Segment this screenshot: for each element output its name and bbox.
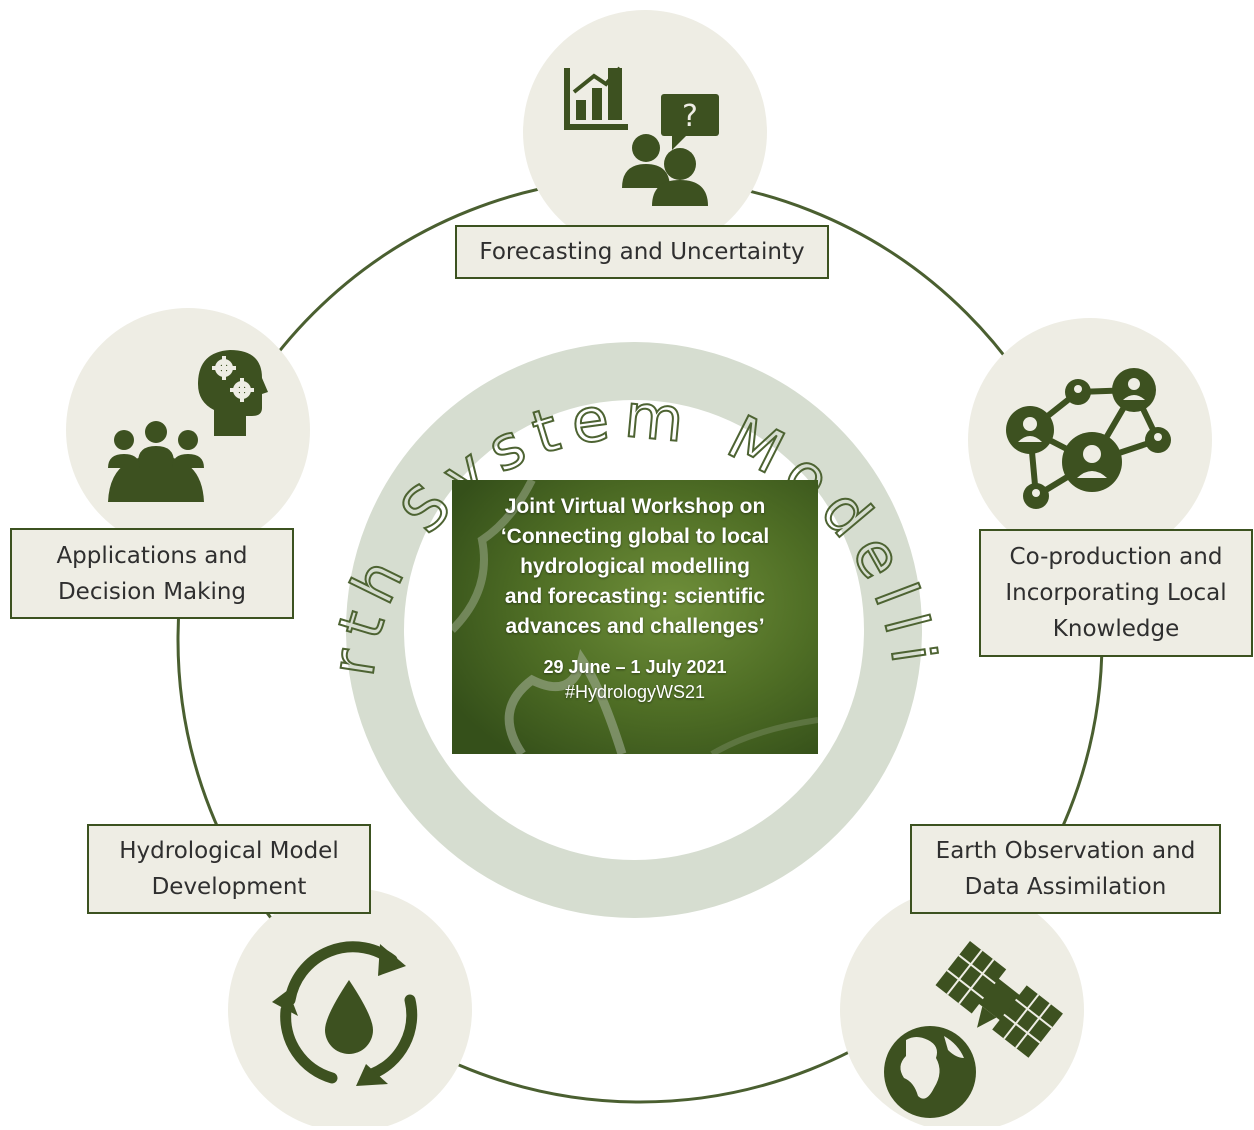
water-cycle-icon [272, 941, 418, 1086]
poster-title: Joint Virtual Workshop on ‘Connecting gl… [452, 492, 818, 642]
poster-dates: 29 June – 1 July 2021 [543, 657, 727, 677]
svg-text:?: ? [682, 99, 698, 134]
workshop-poster: Joint Virtual Workshop on ‘Connecting gl… [452, 480, 818, 754]
poster-text: Joint Virtual Workshop on ‘Connecting gl… [452, 492, 818, 704]
label-applications: Applications and Decision Making [10, 528, 294, 619]
earth-system-ring [346, 342, 922, 918]
poster-title-line: ‘Connecting global to local [500, 525, 770, 548]
label-line: Data Assimilation [964, 874, 1167, 900]
label-earth-observation: Earth Observation and Data Assimilation [910, 824, 1221, 914]
meeting-and-thinking-head-icon [108, 350, 268, 502]
label-line: Decision Making [57, 578, 247, 605]
label-line: Co-production and [1009, 544, 1223, 570]
label-line: Earth Observation and [935, 838, 1196, 864]
label-model-development: Hydrological Model Development [87, 824, 371, 914]
chart-and-question-people-icon: ? [564, 66, 719, 206]
label-line: Hydrological Model [119, 838, 339, 864]
poster-title-line: advances and challenges’ [505, 615, 765, 638]
label-line: Knowledge [1052, 616, 1180, 642]
forest-river-background [452, 480, 818, 754]
poster-title-line: and forecasting: scientific [504, 585, 766, 608]
label-line: Applications and [56, 542, 248, 569]
poster-hashtag: #HydrologyWS21 [564, 682, 706, 702]
label-line: Development [151, 874, 307, 900]
people-network-icon [1006, 368, 1171, 509]
poster-title-line: hydrological modelling [520, 555, 750, 578]
label-line: Forecasting and Uncertainty [479, 239, 805, 265]
label-coproduction: Co-production and Incorporating Local Kn… [979, 529, 1253, 657]
poster-title-line: Joint Virtual Workshop on [504, 495, 766, 518]
satellite-globe-icon [884, 940, 1063, 1118]
node-forecasting-circle [523, 10, 767, 254]
label-line: Incorporating Local [1005, 580, 1227, 606]
label-forecasting: Forecasting and Uncertainty [455, 225, 829, 279]
